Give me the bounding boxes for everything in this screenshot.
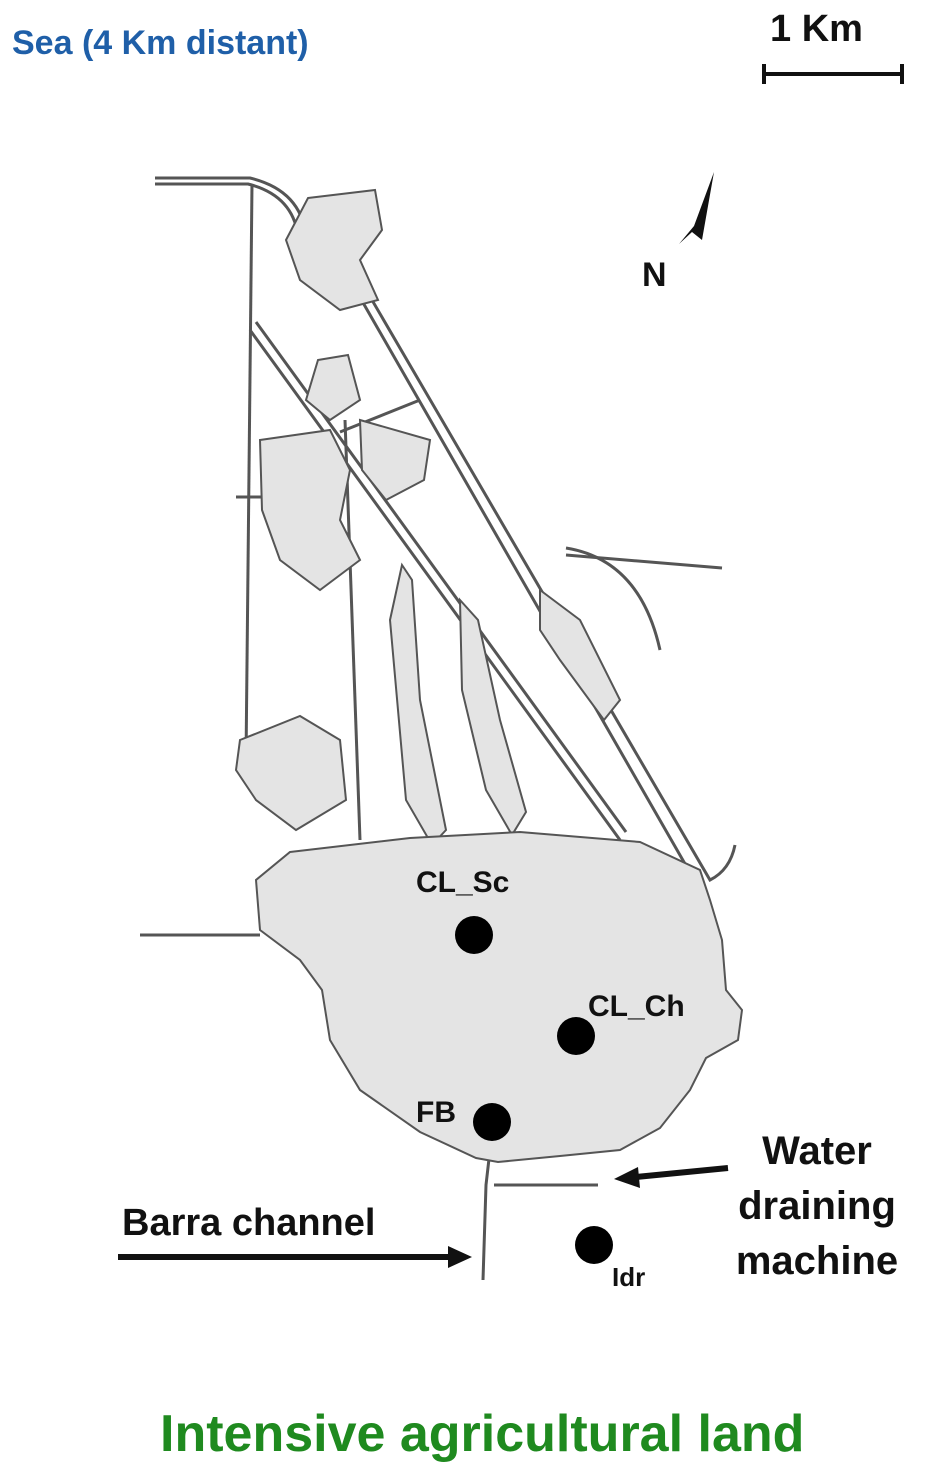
sea-label: Sea (4 Km distant): [12, 24, 309, 62]
scale-bar: [762, 64, 904, 84]
site-marker-clch: [557, 1017, 595, 1055]
scale-label: 1 Km: [770, 8, 863, 50]
sampling-sites: [455, 916, 613, 1264]
agricultural-land-label: Intensive agricultural land: [160, 1405, 805, 1463]
site-marker-clsc: [455, 916, 493, 954]
site-label-clsc: CL_Sc: [416, 866, 510, 899]
north-label: N: [642, 256, 667, 294]
site-marker-idr: [575, 1226, 613, 1264]
north-arrow-icon: [679, 172, 714, 244]
site-marker-fb: [473, 1103, 511, 1141]
site-label-fb: FB: [416, 1096, 456, 1129]
water-machine-label: Water draining machine: [735, 1129, 899, 1283]
site-label-idr: Idr: [612, 1262, 646, 1292]
main-lagoon: [254, 830, 744, 1164]
marsh-patches: [234, 188, 622, 847]
barra-channel-label: Barra channel: [122, 1202, 376, 1244]
site-label-clch: CL_Ch: [588, 990, 685, 1023]
barra-arrow-icon: [118, 1246, 472, 1268]
water-machine-arrow-icon: [614, 1165, 729, 1188]
